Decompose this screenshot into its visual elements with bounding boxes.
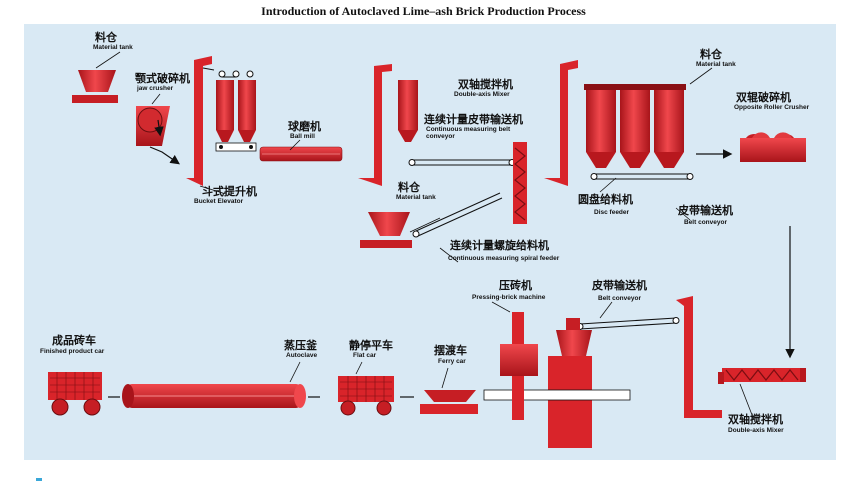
label-flat-car-zh: 静停平车 bbox=[349, 339, 393, 352]
label-spiral-feeder-en: Continuous measuring spiral feeder bbox=[448, 255, 560, 262]
label-continuous-belt-zh: 连续计量皮带输送机 bbox=[424, 113, 523, 126]
label-autoclave-zh: 蒸压釜 bbox=[284, 339, 317, 352]
corner-mark bbox=[36, 478, 42, 481]
material-tank-2 bbox=[360, 212, 412, 248]
label-disc-feeder-zh: 圆盘给料机 bbox=[578, 193, 633, 206]
label-mixer-top-zh: 双轴搅拌机 bbox=[458, 78, 513, 91]
label-ball-mill-en: Ball mill bbox=[290, 133, 315, 140]
double-axis-mixer-vertical bbox=[513, 142, 527, 224]
small-silo bbox=[398, 80, 418, 142]
label-leaders bbox=[95, 51, 755, 421]
diagram-title: Introduction of Autoclaved Lime–ash Bric… bbox=[261, 4, 586, 18]
finished-product-car bbox=[48, 372, 102, 416]
roller-crusher bbox=[740, 132, 806, 162]
label-jaw-crusher-en: jaw crusher bbox=[137, 85, 174, 92]
label-bucket-elevator-zh: 斗式提升机 bbox=[202, 185, 257, 198]
double-axis-mixer-horizontal bbox=[718, 368, 806, 384]
label-material-tank-1-zh: 料仓 bbox=[95, 31, 117, 44]
label-bucket-elevator-en: Bucket Elevator bbox=[194, 198, 244, 205]
label-continuous-belt-en: Continuous measuring belt conveyor bbox=[426, 126, 511, 140]
pressing-brick-machine bbox=[483, 312, 631, 448]
ferry-car bbox=[420, 390, 478, 414]
label-belt-conveyor-bottom-en: Belt conveyor bbox=[598, 295, 641, 302]
label-press-zh: 压砖机 bbox=[499, 279, 532, 292]
label-ferry-car-zh: 摆渡车 bbox=[434, 344, 467, 357]
flat-car bbox=[338, 376, 394, 416]
label-belt-conveyor-bottom-zh: 皮带输送机 bbox=[592, 279, 647, 292]
belt-conveyor-bottom bbox=[576, 317, 680, 330]
label-jaw-crusher-zh: 颚式破碎机 bbox=[135, 72, 190, 85]
material-tank-1 bbox=[72, 70, 118, 103]
label-disc-feeder-en: Disc feeder bbox=[594, 209, 630, 216]
label-spiral-feeder-zh: 连续计量螺旋给料机 bbox=[450, 239, 549, 252]
label-finished-car-zh: 成品砖车 bbox=[52, 334, 96, 347]
label-material-tank-2-zh: 料仓 bbox=[398, 181, 420, 194]
jaw-crusher bbox=[136, 106, 170, 146]
label-mixer-bottom-zh: 双轴搅拌机 bbox=[728, 413, 783, 426]
label-ferry-car-en: Ferry car bbox=[438, 358, 466, 365]
elevator-3 bbox=[544, 60, 578, 186]
label-belt-conveyor-top-en: Belt conveyor bbox=[684, 219, 727, 226]
spiral-feeder bbox=[412, 192, 503, 238]
label-mixer-top-en: Double-axis Mixer bbox=[454, 91, 510, 98]
belt-conveyor-top bbox=[590, 173, 694, 180]
flow-arrow-crusher bbox=[149, 146, 180, 165]
label-ball-mill-zh: 球磨机 bbox=[288, 120, 321, 133]
elevator-2 bbox=[358, 64, 392, 186]
triple-silos bbox=[584, 84, 686, 168]
label-material-tank-3-zh: 料仓 bbox=[700, 48, 722, 61]
label-autoclave-en: Autoclave bbox=[286, 352, 318, 359]
twin-silos bbox=[215, 80, 257, 152]
label-roller-crusher-en: Opposite Roller Crusher bbox=[734, 104, 810, 111]
label-material-tank-1-en: Material tank bbox=[93, 44, 133, 51]
label-finished-car-en: Finished product car bbox=[40, 348, 105, 355]
label-press-en: Pressing-brick machine bbox=[472, 294, 546, 301]
elevator-4 bbox=[676, 296, 722, 418]
label-roller-crusher-zh: 双辊破碎机 bbox=[736, 91, 791, 104]
label-belt-conveyor-top-zh: 皮带输送机 bbox=[678, 204, 733, 217]
autoclave bbox=[122, 384, 306, 408]
continuous-belt-conveyor bbox=[408, 159, 516, 166]
label-material-tank-2-en: Material tank bbox=[396, 194, 436, 201]
label-mixer-bottom-en: Double-axis Mixer bbox=[728, 427, 784, 434]
ball-mill bbox=[259, 146, 343, 162]
label-material-tank-3-en: Material tank bbox=[696, 61, 736, 68]
bucket-elevator bbox=[186, 56, 254, 186]
label-flat-car-en: Flat car bbox=[353, 352, 377, 359]
